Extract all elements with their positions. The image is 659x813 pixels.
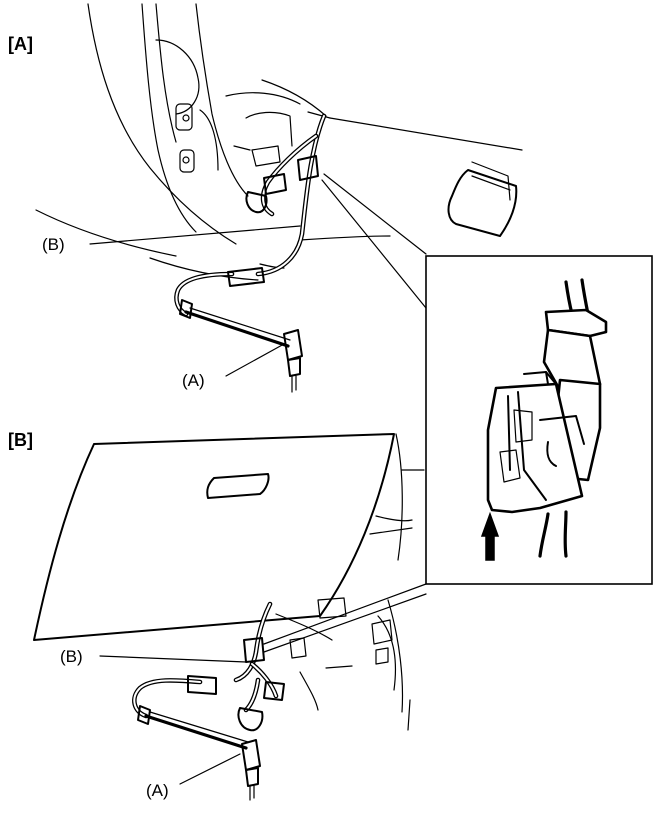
view-a-harness-leader	[89, 225, 301, 245]
view-b-zoom-line-upper	[263, 583, 427, 645]
view-b-harness	[132, 601, 285, 750]
view-a-body-panel	[35, 3, 301, 281]
view-b-harness-leader	[99, 655, 247, 663]
view-b-connector-leader	[179, 753, 241, 785]
view-a-connector-leader	[225, 343, 285, 377]
view-a-zoom-line-upper	[323, 173, 427, 255]
view-b-connector-callout: (A)	[146, 781, 169, 800]
view-a-harness	[174, 113, 327, 348]
view-b-body-panel	[275, 433, 425, 731]
view-b-tag: [B]	[8, 430, 33, 450]
view-a-tag: [A]	[8, 34, 33, 54]
view-a-dash-panel	[259, 79, 523, 269]
detail-inset	[263, 173, 653, 653]
view-a: [A]	[8, 3, 523, 393]
view-b: [B]	[8, 430, 425, 801]
view-a-harness-callout: (B)	[42, 235, 65, 254]
detail-connector	[486, 278, 608, 558]
glove-box-lid	[33, 433, 395, 641]
view-a-connector-callout: (A)	[182, 371, 205, 390]
view-b-harness-callout: (B)	[60, 647, 83, 666]
view-b-zoom-line-lower	[263, 593, 427, 653]
view-b-connector-a	[241, 739, 261, 801]
view-a-connector-a	[283, 329, 303, 393]
view-a-zoom-line-lower	[321, 179, 427, 309]
arrow-up-icon	[480, 511, 500, 561]
accelerator-pedal	[447, 169, 518, 237]
